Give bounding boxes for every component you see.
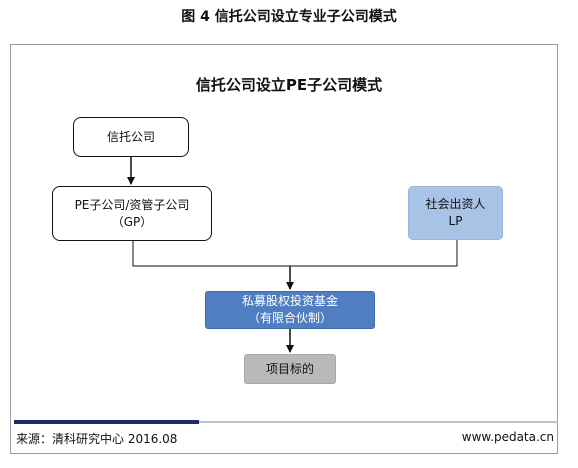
diagram-title: 信托公司设立PE子公司模式 [195, 76, 383, 94]
footer-accent-bar [14, 420, 199, 424]
source-note: 来源：清科研究中心 2016.08 [16, 432, 178, 446]
node-project-target-label: 项目标的 [265, 361, 314, 376]
node-pe-subsidiary-role: （GP） [111, 214, 153, 229]
node-social-investor-label: 社会出资人 [425, 197, 486, 211]
node-pe-subsidiary: PE子公司/资管子公司 （GP） [52, 186, 212, 241]
node-trust-company: 信托公司 [73, 117, 189, 157]
node-social-investor: 社会出资人 LP [408, 186, 503, 240]
node-project-target: 项目标的 [244, 354, 336, 384]
node-pe-fund-type: （有限合伙制） [247, 311, 332, 325]
node-trust-company-label: 信托公司 [106, 129, 155, 144]
website-label: www.pedata.cn [461, 430, 554, 444]
connector-pe-lp-join [132, 240, 458, 267]
node-pe-fund-label: 私募股权投资基金 [241, 294, 338, 308]
node-social-investor-role: LP [448, 214, 463, 228]
node-pe-subsidiary-label: PE子公司/资管子公司 [74, 197, 190, 212]
diagram-frame [10, 44, 558, 454]
figure-title: 图 4 信托公司设立专业子公司模式 [181, 9, 397, 25]
footer-divider [199, 421, 558, 423]
node-pe-fund: 私募股权投资基金 （有限合伙制） [205, 291, 375, 329]
